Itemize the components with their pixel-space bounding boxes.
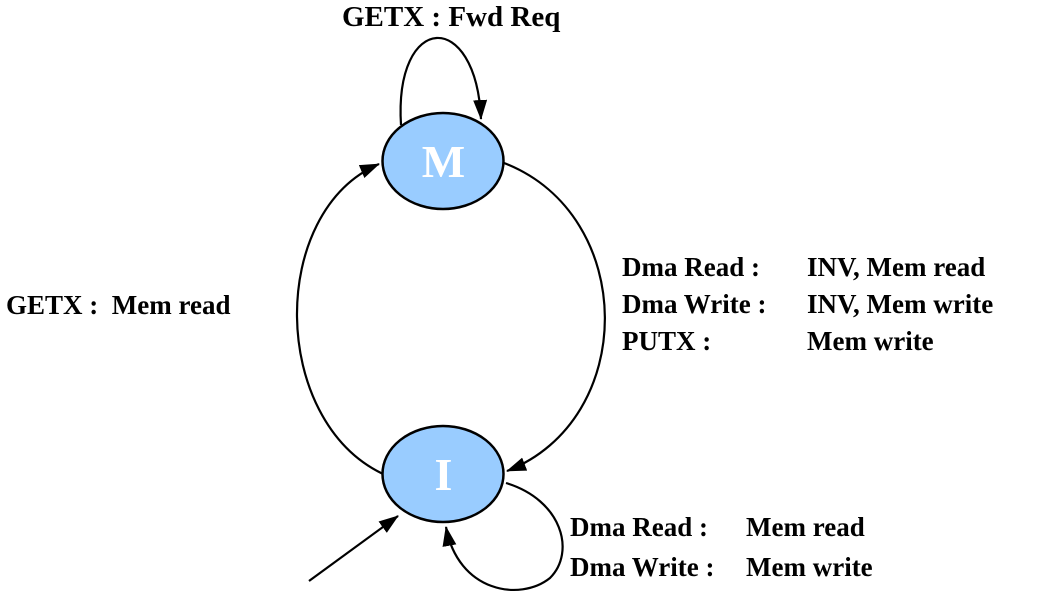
state-m-ellipse [381, 111, 505, 211]
state-i-ellipse [381, 424, 505, 524]
edge-label-action: INV, Mem write [807, 289, 994, 319]
edge-label-action: INV, Mem read [807, 252, 986, 282]
edge-label-action: Mem write [746, 552, 873, 582]
edge-label-event: Dma Read : [570, 512, 708, 542]
initial-state-arrow [308, 515, 399, 582]
edge-m-to-i [503, 161, 606, 473]
edge-label-event: Dma Write : [570, 552, 715, 582]
edge-label-action: Mem write [807, 326, 934, 356]
edge-label-event: Dma Read : [622, 252, 760, 282]
edge-i-self-loop [442, 481, 564, 591]
edge-label-action: Mem read [746, 512, 865, 542]
edge-label-event: Dma Write : [622, 289, 767, 319]
edge-m-self-loop [399, 36, 488, 126]
edge-label-event: PUTX : [622, 326, 712, 356]
edge-label-i-self-loop: Dma Read : Mem read Dma Write : Mem writ… [570, 507, 873, 587]
edge-label-m-to-i: Dma Read : INV, Mem read Dma Write : INV… [622, 249, 993, 360]
edge-i-to-m [295, 162, 384, 475]
edge-label-i-to-m: GETX : Mem read [6, 290, 231, 320]
edge-label-m-self-loop: GETX : Fwd Req [342, 1, 561, 33]
